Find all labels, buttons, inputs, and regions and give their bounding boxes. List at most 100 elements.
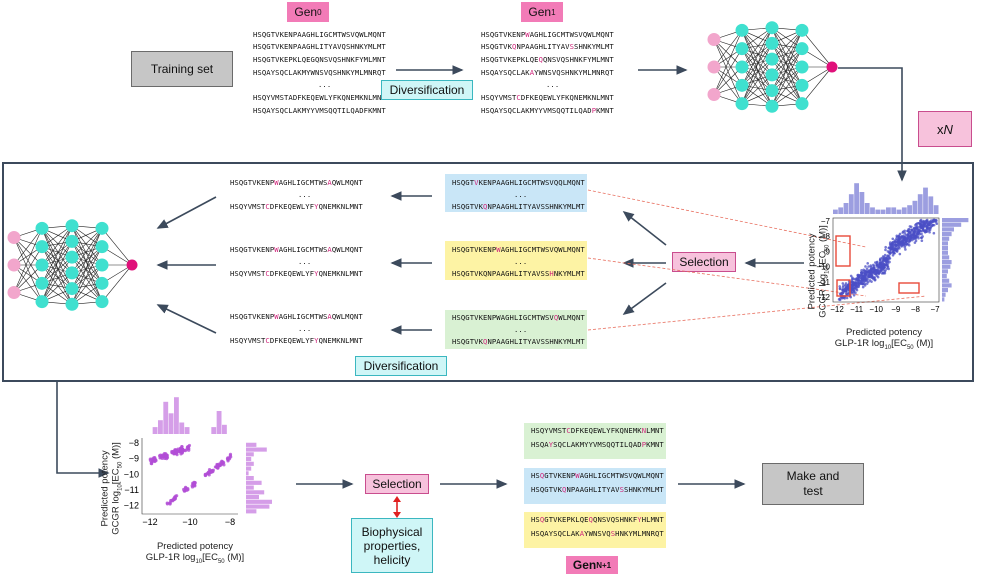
data-point <box>880 272 884 275</box>
histogram-bar <box>246 499 272 504</box>
network-edge <box>71 228 103 289</box>
data-point <box>165 456 169 461</box>
data-point <box>228 452 233 456</box>
sequence-line: HSQAYSQCLAKMYWNSVQSHNKYMLMNRQT <box>253 68 386 77</box>
data-point <box>878 271 881 275</box>
sequence-segment: HSQGTVK <box>452 337 483 346</box>
xn-box: x N <box>918 111 972 147</box>
sequence-segment: NPAAGHLITYAVSSHNKYMLMT <box>487 202 585 211</box>
sequence-line: HSQGTVKQNPAAGHLITYAVSSHNKYMLMT <box>452 269 585 278</box>
network-edge <box>71 264 103 305</box>
sequence-line: HSQGTVKENPWAGHLIGCMTWSAQWLMQNT <box>230 178 363 187</box>
sequence-segment: NKYMLMT <box>553 269 585 278</box>
sequence-line: HSQGTVKENPWAGHLIGCMTWSAQWLMQNT <box>230 312 363 321</box>
histogram-bar <box>875 209 881 214</box>
selection-box <box>836 279 851 297</box>
data-point <box>856 278 860 282</box>
network-edge <box>741 30 773 60</box>
data-point <box>897 244 901 248</box>
network-edge <box>13 246 43 293</box>
histogram-bar <box>246 480 262 485</box>
x-tick-label: −7 <box>930 305 940 314</box>
sequence-segment: HSQYVMST <box>230 269 266 278</box>
data-point <box>850 291 853 295</box>
scatter-plot-bottom: −12−10−8−8−9−10−11−12 <box>124 397 272 527</box>
data-point <box>874 261 877 264</box>
data-point <box>920 224 923 228</box>
iteration-frame <box>2 162 974 382</box>
sequence-line: HSQYVMSTCDFKEQEWLYFKQNEMKNLMNT <box>481 93 614 102</box>
sequence-line: HSQGTVKQNPAAGHLITYAVSSHNKYMLMT <box>452 202 585 211</box>
data-point <box>842 284 845 287</box>
sequence-line: HSQGTVKEPKLQEGQNSVQSHNKFYMLMNT <box>253 55 386 64</box>
histogram-bar <box>901 207 907 214</box>
hidden-node <box>765 84 779 98</box>
data-point <box>852 294 856 297</box>
data-point <box>855 285 858 288</box>
data-point <box>845 286 848 289</box>
sequence-segment: HSQGTVKENP <box>481 30 526 39</box>
sequence-segment: KENPAAGHLIGCMTWSVQQLMQNT <box>478 178 585 187</box>
data-point <box>883 271 887 275</box>
neural-network-mid <box>7 219 138 311</box>
data-point <box>891 237 895 241</box>
data-point <box>847 291 850 295</box>
data-point <box>172 452 176 456</box>
sequence-segment: AGHLIGCMTWSVQWLMQNT <box>529 30 614 39</box>
data-point <box>883 257 887 260</box>
neural-network-top <box>707 21 838 113</box>
x-tick-label: −10 <box>182 517 197 527</box>
mutation-residue: P <box>591 106 597 115</box>
network-edge <box>101 264 133 302</box>
network-edge <box>71 225 103 266</box>
network-edge <box>713 66 743 95</box>
sequence-segment: HSQGTVKENP <box>230 178 275 187</box>
histogram-bar <box>211 427 217 434</box>
data-point <box>922 220 926 224</box>
hidden-node <box>735 97 749 111</box>
hidden-node <box>95 240 109 254</box>
network-edge <box>13 264 43 302</box>
hidden-node <box>735 78 749 92</box>
sequence-segment: QNEMKNLMNT <box>318 336 363 345</box>
histogram-bar <box>163 401 169 434</box>
x-tick-label: −10 <box>869 305 883 314</box>
network-edge <box>741 48 773 76</box>
network-edge <box>771 43 803 86</box>
data-point <box>864 265 867 268</box>
histogram-bar <box>246 452 254 457</box>
data-point <box>222 461 226 465</box>
sequence-segment: HSQGTVKENPWAGHLIGCMTWSV <box>452 313 554 322</box>
network-edge <box>41 241 73 284</box>
data-point <box>914 239 918 243</box>
data-point <box>869 265 873 269</box>
data-point <box>172 497 176 501</box>
histogram-bar <box>246 495 259 500</box>
network-edge <box>41 225 73 284</box>
final-yellow-panel <box>524 512 666 548</box>
sequence-segment: AGHLIGCMTWS <box>278 312 328 321</box>
data-point <box>909 230 913 234</box>
red-double-arrow <box>393 496 401 518</box>
data-point <box>838 287 842 290</box>
data-point <box>165 502 170 506</box>
data-point <box>906 229 909 233</box>
mutation-residue: C <box>265 269 270 278</box>
network-edge <box>771 27 803 68</box>
y-tick-label: −11 <box>817 278 831 287</box>
y-tick-label: −12 <box>124 501 139 511</box>
sequence-line: HSQAYSQCLAKAYWNSVQSHNKYMLMNRQT <box>531 529 664 538</box>
hidden-node <box>765 21 779 35</box>
data-point <box>920 236 923 240</box>
sequence-segment: HSQAYSQCLAKMYYVMSQQTILQAD <box>481 106 592 115</box>
data-point <box>901 231 904 234</box>
hidden-node <box>35 221 49 235</box>
mutation-residue: A <box>327 245 332 254</box>
sequence-line: HSQYVMSTCDFKEQEWLYFYQNEMKNLMNT <box>230 202 363 211</box>
sequence-segment: NPAAGHLITYAV <box>566 485 620 494</box>
mutation-residue: N <box>641 426 647 435</box>
training-set-box: Training set <box>131 51 233 87</box>
histogram-bar <box>942 297 945 302</box>
data-point <box>865 282 869 285</box>
